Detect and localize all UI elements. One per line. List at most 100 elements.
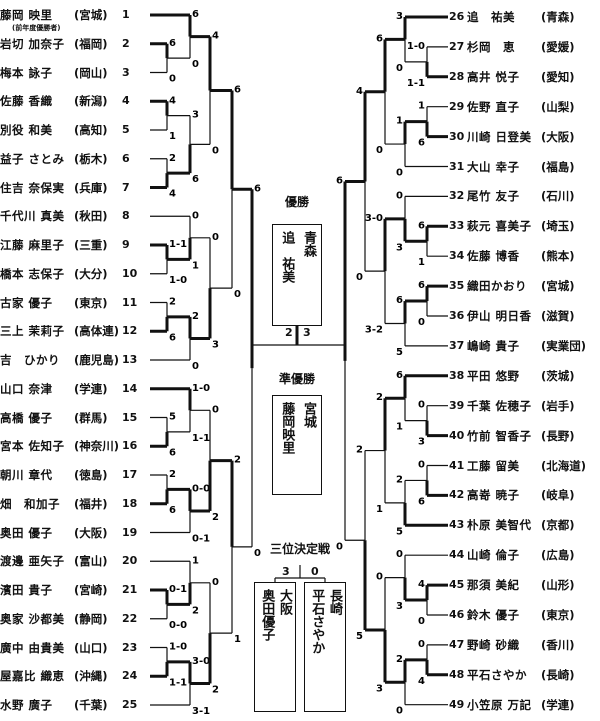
- player-num: 26: [449, 10, 465, 23]
- match-score: 1: [418, 257, 425, 268]
- player-row: 水野 廣子(千葉)25: [0, 697, 140, 713]
- player-name: 追 祐美: [467, 10, 515, 24]
- third-place-right-name: 平石さやか: [309, 589, 325, 654]
- player-pref: (兵庫): [74, 180, 108, 195]
- player-num: 49: [449, 697, 465, 711]
- player-pref: (熊本): [541, 249, 575, 264]
- player-name: 水野 廣子: [0, 698, 53, 712]
- player-name: 織田かおり: [467, 279, 527, 294]
- player-pref: (香川): [541, 637, 575, 652]
- player-name: 那須 美紀: [467, 578, 520, 593]
- player-pref: (福井): [74, 496, 108, 511]
- match-score: 0: [418, 460, 425, 471]
- player-name: 吉 ひかり: [0, 353, 60, 367]
- player-num: 44: [449, 548, 465, 562]
- match-score: 6: [418, 496, 425, 507]
- player-pref: (山形): [541, 578, 575, 593]
- match-score: 0: [396, 706, 403, 717]
- player-name: 山崎 倫子: [467, 548, 520, 563]
- match-score: 0: [192, 210, 199, 221]
- match-score: 1-1: [192, 433, 210, 444]
- player-pref: (千葉): [74, 698, 108, 712]
- player-num: 11: [122, 295, 138, 309]
- player-row: 藤岡 映里(宮城)1: [0, 7, 140, 23]
- match-score: 3-2: [365, 324, 383, 335]
- match-score: 6: [169, 447, 176, 458]
- match-score: 2: [169, 153, 176, 164]
- player-pref: (大阪): [74, 525, 108, 540]
- third-place-score-right: 0: [311, 565, 319, 578]
- player-pref: (学連): [541, 697, 575, 712]
- player-pref: (滋賀): [541, 309, 575, 323]
- player-num: 43: [449, 518, 465, 532]
- match-score: 0-0: [192, 483, 210, 494]
- player-name: 鈴木 優子: [467, 608, 520, 622]
- player-row: 奥家 沙都美(静岡)22: [0, 611, 140, 627]
- player-row: 畑 和加子(福井)18: [0, 496, 140, 512]
- player-num: 36: [449, 309, 465, 322]
- player-row: 江藤 麻里子(三重)9: [0, 237, 140, 253]
- player-pref: (神奈川): [74, 439, 120, 454]
- player-num: 33: [449, 219, 465, 233]
- champion-box: 追 祐美 青森: [272, 224, 322, 326]
- match-score: 1-0: [169, 642, 187, 653]
- third-place-score-left: 3: [282, 565, 290, 578]
- player-name: 古家 優子: [0, 295, 53, 310]
- player-num: 6: [122, 151, 130, 165]
- match-score: 0: [169, 74, 176, 85]
- player-num: 9: [122, 238, 130, 251]
- player-num: 20: [122, 554, 138, 568]
- player-pref: (青森): [541, 10, 575, 24]
- player-num: 48: [449, 667, 465, 681]
- player-num: 12: [122, 324, 138, 338]
- match-score: 6: [169, 505, 176, 516]
- player-name: 宮本 佐知子: [0, 439, 65, 454]
- match-score: 1-0: [407, 41, 425, 52]
- player-num: 34: [449, 249, 465, 263]
- player-pref: (鹿児島): [74, 353, 120, 367]
- player-row: 濱田 貴子(宮崎)21: [0, 582, 140, 598]
- match-score: 1: [418, 101, 425, 112]
- player-pref: (京都): [541, 518, 575, 533]
- player-name: 尾竹 友子: [467, 189, 520, 204]
- player-pref: (沖縄): [74, 669, 108, 684]
- player-num: 47: [449, 637, 465, 651]
- match-score: 0: [212, 577, 219, 588]
- match-score: 1: [376, 504, 383, 515]
- player-pref: (山口): [74, 640, 108, 655]
- player-num: 41: [449, 458, 465, 472]
- player-pref: (埼玉): [541, 219, 575, 234]
- player-pref: (高知): [74, 123, 108, 137]
- match-score: 1: [396, 116, 403, 127]
- match-score: 0: [396, 168, 403, 179]
- player-pref: (大阪): [541, 129, 575, 144]
- player-pref: (愛媛): [541, 39, 575, 54]
- player-pref: (福島): [541, 159, 575, 174]
- player-name: 千代川 真美: [0, 209, 65, 224]
- player-pref: (宮城): [541, 279, 575, 294]
- player-num: 13: [122, 353, 138, 366]
- player-name: 梅本 詠子: [0, 65, 53, 80]
- player-row: 吉 ひかり (鹿児島)13: [0, 352, 140, 368]
- player-pref: (新潟): [74, 94, 108, 109]
- player-num: 5: [122, 123, 130, 136]
- match-score: 2: [192, 311, 199, 322]
- player-name: 野崎 砂織: [467, 637, 520, 652]
- match-score: 4: [418, 676, 425, 687]
- player-name: 嶋崎 貴子: [467, 338, 520, 353]
- champion-score-left: 2: [285, 326, 293, 339]
- match-score: 4: [356, 86, 363, 97]
- match-score: 2: [192, 605, 199, 616]
- match-score: 5: [169, 412, 176, 423]
- player-num: 3: [122, 65, 130, 79]
- player-name: 佐藤 博香: [467, 249, 520, 264]
- player-row: 古家 優子(東京)11: [0, 295, 140, 311]
- player-row: 千代川 真美(秋田)8: [0, 208, 140, 224]
- player-row: 朝川 章代(徳島)17: [0, 467, 140, 483]
- player-name: 橋本 志保子: [0, 266, 65, 281]
- third-place-right-pref: 長崎: [327, 589, 342, 615]
- match-score: 1-1: [169, 677, 187, 688]
